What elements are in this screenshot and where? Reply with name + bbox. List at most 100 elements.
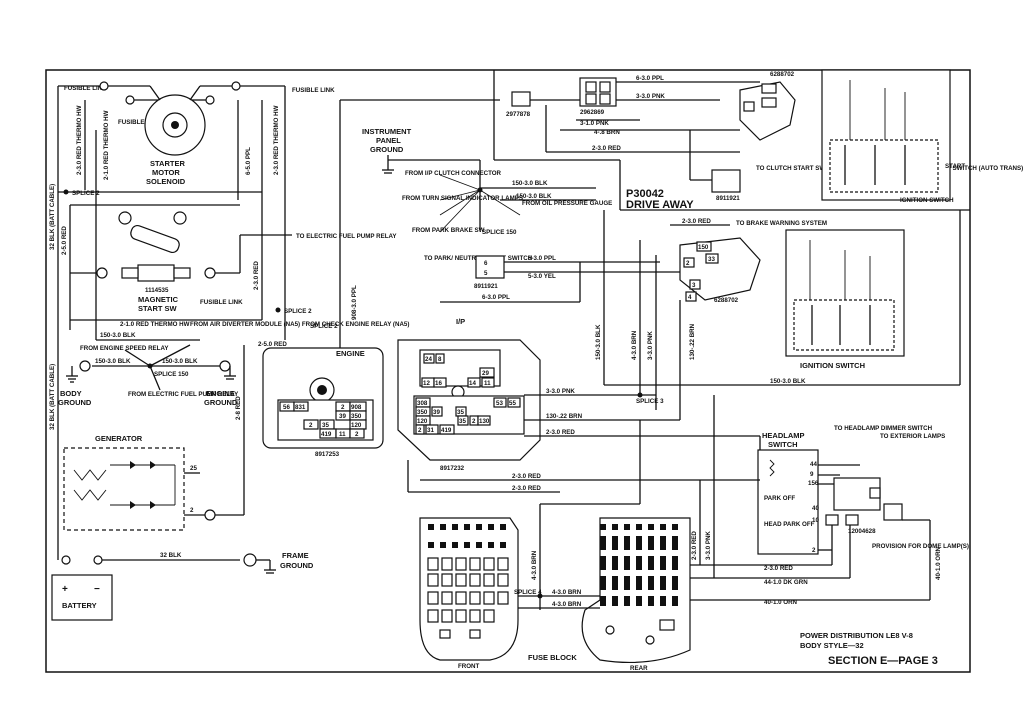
- ground-eyelet: [79, 360, 91, 372]
- wire-red-thermo2-label: 2-1.0 RED THERMO HW: [103, 110, 110, 180]
- footer-line2: BODY STYLE—32: [800, 641, 864, 650]
- starter-title-1: STARTER: [150, 159, 185, 168]
- svg-text:350: 350: [351, 413, 362, 420]
- svg-text:55: 55: [509, 400, 516, 407]
- from-air-label: FROM AIR DIVERTER MODULE (NA5) FROM CHEC…: [190, 321, 409, 328]
- from-ip-label: FROM I/P CLUTCH CONNECTOR: [405, 170, 502, 177]
- svg-text:MAGNETIC: MAGNETIC: [138, 295, 179, 304]
- svg-text:11: 11: [339, 431, 346, 438]
- ip-pnk: 3-3.0 PNK: [546, 388, 575, 395]
- ignition-switch-2-section: 2-3.0 RED TO BRAKE WARNING SYSTEM 150 33…: [595, 210, 905, 420]
- svg-text:39: 39: [339, 413, 346, 420]
- frame-ground-eyelet: [243, 553, 257, 567]
- svg-text:419: 419: [321, 431, 332, 438]
- svg-text:HEADLAMP: HEADLAMP: [762, 431, 805, 440]
- fusible-link-mag: FUSIBLE LINK: [200, 299, 243, 306]
- rear-fuse-grid: [600, 524, 678, 645]
- ipground-wire: 150-3.0 BLK: [512, 180, 548, 187]
- svg-text:150: 150: [698, 244, 709, 251]
- wire-red-thermo3-label: 2-3.0 RED THERMO HW: [273, 105, 280, 175]
- svg-text:2: 2: [812, 547, 816, 554]
- svg-text:12: 12: [423, 380, 430, 387]
- ip-red3: 2-3.0 RED: [512, 485, 541, 492]
- pn-ppl: 6-3.0 PPL: [528, 255, 556, 262]
- splice150-label: SPLICE 150: [154, 371, 189, 378]
- generator-section: GENERATOR 25 2: [63, 434, 244, 531]
- svg-text:MOTOR: MOTOR: [152, 168, 180, 177]
- engine-connector: ENGINE 2-5.0 RED SPLICE 2 56 831 2 908 3…: [235, 323, 384, 515]
- svg-text:DRIVE AWAY: DRIVE AWAY: [626, 199, 694, 211]
- from-turn-label: FROM TURN SIGNAL INDICATOR LAMPS: [402, 195, 523, 202]
- ip-red2: 2-3.0 RED: [512, 473, 541, 480]
- svg-text:5: 5: [484, 270, 488, 277]
- gen-term-25: 25: [190, 465, 197, 472]
- engine-title: ENGINE: [336, 349, 365, 358]
- engine-wire-red2: 2-8 RED: [235, 396, 242, 420]
- ip-brn: 130-.22 BRN: [546, 413, 583, 420]
- engine-part: 8917253: [315, 451, 340, 458]
- svg-text:6: 6: [484, 260, 488, 267]
- svg-text:35: 35: [457, 409, 464, 416]
- batt-cable2: 32 BLK (BATT CABLE): [49, 364, 56, 430]
- fuse-block-section: FRONT REAR FUSE BLOCK SPLICE 4 4-3.0 BRN…: [419, 395, 715, 672]
- from-park-label: FROM PARK BRAKE SW: [412, 227, 485, 234]
- svg-text:2: 2: [418, 427, 422, 434]
- svg-text:PANEL: PANEL: [376, 136, 401, 145]
- svg-text:130: 130: [479, 418, 490, 425]
- battery-label: BATTERY: [62, 601, 97, 610]
- svg-text:9: 9: [810, 471, 814, 478]
- grounds-section: 150-3.0 BLK FROM ENGINE SPEED RELAY FROM…: [58, 321, 409, 407]
- p30042-part1: 2977878: [506, 111, 531, 118]
- fusible-link-label-1: FUSIBLE LINK: [64, 85, 107, 92]
- fb-brn3: 4-3.0 BRN: [531, 550, 538, 580]
- ign1-title: IGNITION SWITCH: [900, 197, 954, 204]
- wire-ppl-908-label: 908-3.0 PPL: [351, 285, 358, 320]
- gen-term-2: 2: [190, 507, 194, 514]
- ip-part: 8917232: [440, 465, 465, 472]
- ip-blk: 150-3.0 BLK: [770, 378, 806, 385]
- svg-text:SWITCH: SWITCH: [768, 440, 798, 449]
- hl-red: 2-3.0 RED: [764, 565, 793, 572]
- hl-orn2: 40-1.0 ORN: [935, 546, 942, 580]
- brake-label: TO BRAKE WARNING SYSTEM: [736, 220, 827, 227]
- fuel-relay-label: TO ELECTRIC FUEL PUMP RELAY: [296, 233, 397, 240]
- ip-title: I/P: [456, 317, 465, 326]
- svg-text:29: 29: [482, 370, 489, 377]
- fb-red: 2-3.0 RED: [691, 531, 698, 560]
- ign2-blk: 150-3.0 BLK: [595, 324, 602, 360]
- svg-text:44: 44: [810, 461, 817, 468]
- svg-text:START SW: START SW: [138, 304, 178, 313]
- connector-8911921-b: [475, 255, 505, 279]
- p30042-red: 2-3.0 RED: [592, 145, 621, 152]
- ignition-switch-body-1: [739, 81, 796, 141]
- engine-wire-red: 2-5.0 RED: [258, 341, 287, 348]
- rear-label: REAR: [630, 665, 648, 672]
- svg-text:39: 39: [433, 409, 440, 416]
- svg-text:+: +: [62, 584, 68, 595]
- svg-text:−: −: [94, 584, 100, 595]
- magnetic-switch-icon: [130, 224, 180, 254]
- p30042-brn: 4-.8 BRN: [594, 129, 620, 136]
- footer-line1: POWER DISTRIBUTION LE8 V-8: [800, 631, 913, 640]
- svg-text:INSTRUMENT: INSTRUMENT: [362, 127, 412, 136]
- fuse-block-front: [419, 517, 519, 661]
- p30042-ppl: 6-3.0 PPL: [636, 75, 664, 82]
- fb-pnk: 3-3.0 PNK: [705, 531, 712, 560]
- svg-text:4: 4: [688, 294, 692, 301]
- ign2-pnk: 3-3.0 PNK: [647, 331, 654, 360]
- svg-text:31: 31: [427, 427, 434, 434]
- provision-label: PROVISION FOR DOME LAMP(S): [872, 543, 969, 550]
- to-exterior-label: TO EXTERIOR LAMPS: [880, 433, 945, 440]
- ign2-title: IGNITION SWITCH: [800, 361, 865, 370]
- svg-text:308: 308: [417, 400, 428, 407]
- hl-grn: 44-1.0 DK GRN: [764, 579, 808, 586]
- svg-text:11: 11: [484, 380, 491, 387]
- p30042-part2: 2962869: [580, 109, 605, 116]
- svg-text:2: 2: [341, 404, 345, 411]
- footer-section: SECTION E—PAGE 3: [828, 655, 938, 667]
- svg-text:120: 120: [351, 422, 362, 429]
- svg-text:GROUND: GROUND: [58, 398, 92, 407]
- svg-text:35: 35: [322, 422, 329, 429]
- svg-text:53: 53: [496, 400, 503, 407]
- svg-text:35: 35: [459, 418, 466, 425]
